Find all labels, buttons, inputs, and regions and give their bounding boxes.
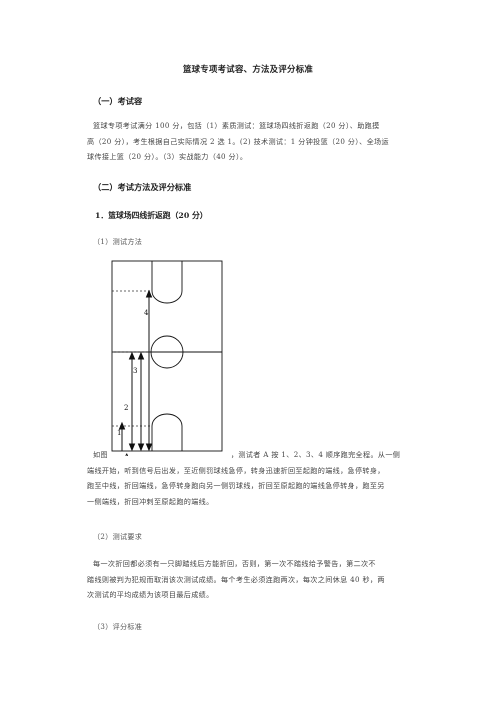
item-heading-shuttle-run: 1．篮球场四线折返跑（20 分） (95, 211, 208, 220)
paragraph-line: 篮球专项考试满分 100 分，包括（1）素质测试：篮球场四线折返跑（20 分）、… (93, 121, 380, 130)
bottom-key (151, 413, 183, 451)
description-line: 端线开始，听到信号后出发，至近侧罚球线急停，转身迅速折回至起跑的端线，急停转身， (87, 465, 385, 475)
arrow-1-head (118, 421, 126, 430)
arrow-2-head (128, 351, 136, 360)
requirements-label: （2）测试要求 (93, 532, 143, 541)
section-heading-methods: （二）考试方法及评分标准 (93, 182, 192, 192)
label-1: 1 (117, 429, 121, 437)
court-diagram: 1 2 3 4 A (111, 260, 223, 456)
method-label: （1）测试方法 (93, 237, 143, 246)
desc-suffix: ，测试者 A 按 1、2、3、4 顺序跑完全程。从一侧 (230, 450, 401, 459)
page-title: 篮球专项考试容、方法及评分标准 (182, 64, 314, 74)
arrow-4-head (145, 289, 153, 298)
arrow-2-tail (128, 443, 136, 452)
scoring-label: （3）评分标准 (93, 622, 143, 631)
exam-content-paragraph: 篮球专项考试满分 100 分，包括（1）素质测试：篮球场四线折返跑（20 分）、… (87, 118, 389, 165)
section-heading-exam-content: （一）考试容 (93, 96, 143, 106)
arrow-3-head (137, 351, 145, 360)
court-outline (111, 260, 223, 452)
label-2: 2 (124, 404, 128, 412)
paragraph-line: 高（20 分），考生根据自己实际情况 2 选 1。(2) 技术测试：1 分钟投篮… (87, 136, 389, 146)
paragraph-line: 球传接上篮（20 分）。（3）实战能力（40 分）。 (87, 152, 248, 161)
arrow-3-tail (137, 443, 145, 452)
requirements-line: 每一次折回都必须有一只脚踏线后方能折回，否则，第一次不踏线给予警告，第二次不 (93, 559, 376, 568)
requirements-line: 踏线则被判为犯规而取消该次测试成绩。每个考生必须连跑两次，每次之间休息 40 秒… (87, 574, 385, 584)
arrow-4-tail (145, 443, 153, 452)
desc-prefix: 如图 (93, 450, 108, 459)
requirements-paragraph: 每一次折回都必须有一只脚踏线后方能折回，否则，第一次不踏线给予警告，第二次不 踏… (87, 556, 385, 603)
label-4: 4 (144, 309, 149, 317)
label-3: 3 (133, 367, 137, 375)
top-key (151, 261, 183, 304)
method-description: 如图 ，测试者 A 按 1、2、3、4 顺序跑完全程。从一侧 端线开始，听到信号后… (87, 447, 401, 509)
requirements-line: 次测试的平均成绩为该项目最后成绩。 (87, 590, 214, 599)
description-line: 一侧端线，折回冲刺至原起跑的端线。 (87, 496, 214, 506)
center-circle (150, 335, 184, 369)
runner-label: A (123, 452, 130, 456)
description-line: 跑至中线，折回端线，急停转身跑向另一侧罚球线，折回至原起跑的端线急停转身，跑至另 (87, 481, 385, 490)
